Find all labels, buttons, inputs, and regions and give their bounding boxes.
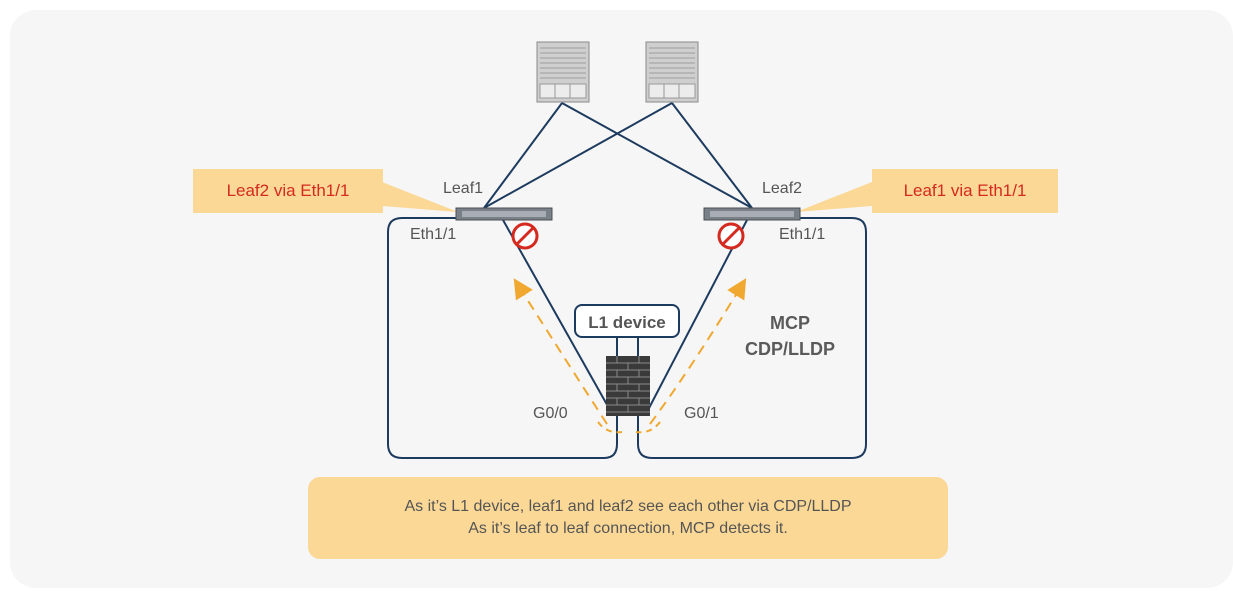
dashed-turn-left [597,421,623,434]
callout-left-pointer [382,182,458,212]
loop-left-path [387,217,618,459]
blocked-port-leaf2-icon [717,222,745,250]
callout-leaf2-via-eth: Leaf2 via Eth1/1 [193,169,383,213]
spine-switch-1 [536,41,590,103]
leaf2-port-label: Eth1/1 [779,226,826,243]
link-spine2-leaf1 [483,102,673,209]
protocol-labels: MCP CDP/LLDP [745,310,835,362]
firewall-port-g00-label: G0/0 [533,405,568,422]
blocked-port-leaf1-icon [511,222,539,250]
spine-leaf-links [483,102,753,209]
dashed-turn-right [635,421,661,434]
link-leaf2-firewall [647,219,748,411]
leaf2-switch-icon [703,207,801,221]
cdp-lldp-label: CDP/LLDP [745,339,835,359]
loop-right-path [637,217,867,459]
spine-switch-2 [645,41,699,103]
l1-device-label: L1 device [574,304,680,338]
link-spine1-leaf1 [483,102,563,209]
link-spine2-leaf2 [671,102,753,209]
firewall-port-g01-label: G0/1 [684,405,719,422]
mcp-label: MCP [770,313,810,333]
link-spine1-leaf2 [561,102,753,209]
leaf1-port-label: Eth1/1 [410,226,457,243]
leaf1-label: Leaf1 [443,180,484,197]
explanation-note: As it’s L1 device, leaf1 and leaf2 see e… [308,477,948,559]
dashed-arrow-left [513,278,608,425]
firewall-icon [606,356,650,416]
callout-leaf1-via-eth: Leaf1 via Eth1/1 [872,169,1058,213]
link-leaf1-firewall [502,219,611,411]
dashed-arrow-right [649,278,747,425]
note-line-2: As it’s leaf to leaf connection, MCP det… [468,520,788,537]
leaf1-switch-icon [455,207,553,221]
leaf2-label: Leaf2 [762,180,803,197]
callout-right-pointer [796,182,872,212]
note-line-1: As it’s L1 device, leaf1 and leaf2 see e… [404,498,852,515]
